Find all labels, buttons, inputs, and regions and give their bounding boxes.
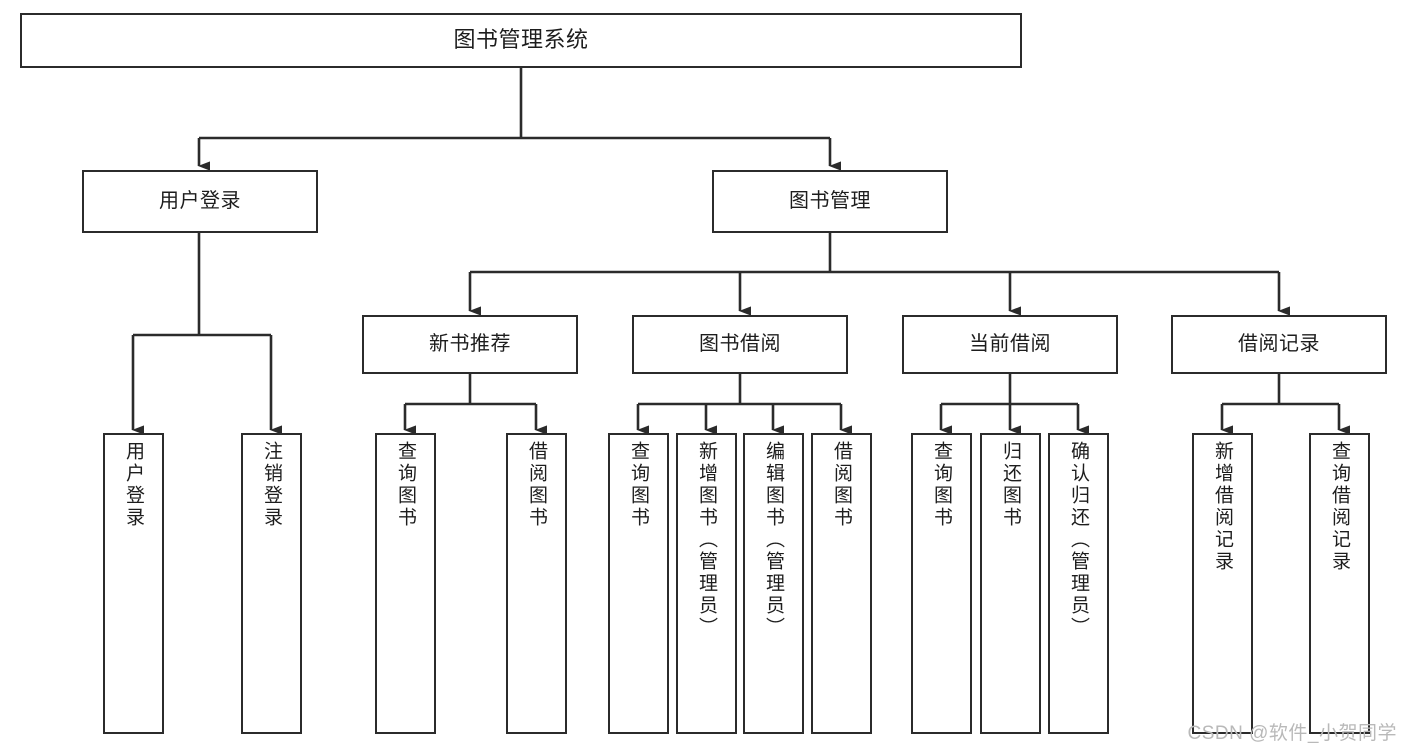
node-borrow-record-label: 借阅记录 (1238, 332, 1320, 355)
leaf-user-login-label: 用户登录 (123, 441, 144, 529)
leaf-add-borrow-record-label: 新增借阅记录 (1212, 441, 1233, 573)
leaf-new-book-borrow-label: 借阅图书 (526, 441, 547, 529)
leaf-logout[interactable]: 注销登录 (241, 433, 302, 734)
node-book-management-label: 图书管理 (789, 189, 871, 212)
leaf-add-book-admin[interactable]: 新增图书（管理员） (676, 433, 737, 734)
leaf-new-book-borrow[interactable]: 借阅图书 (506, 433, 567, 734)
watermark: CSDN @软件_小贺同学 (1187, 723, 1397, 744)
leaf-borrow-book[interactable]: 借阅图书 (811, 433, 872, 734)
leaf-borrow-query-book[interactable]: 查询图书 (608, 433, 669, 734)
leaf-confirm-return-admin[interactable]: 确认归还（管理员） (1048, 433, 1109, 734)
node-user-login[interactable]: 用户登录 (82, 170, 318, 233)
leaf-return-book-label: 归还图书 (1000, 441, 1021, 529)
leaf-add-borrow-record[interactable]: 新增借阅记录 (1192, 433, 1253, 734)
node-borrow-record[interactable]: 借阅记录 (1171, 315, 1387, 374)
leaf-current-query-book[interactable]: 查询图书 (911, 433, 972, 734)
leaf-borrow-query-book-label: 查询图书 (628, 441, 649, 529)
leaf-query-borrow-record[interactable]: 查询借阅记录 (1309, 433, 1370, 734)
node-root-label: 图书管理系统 (453, 27, 589, 53)
node-root[interactable]: 图书管理系统 (20, 13, 1022, 68)
node-book-borrow-label: 图书借阅 (699, 332, 781, 355)
leaf-borrow-book-label: 借阅图书 (831, 441, 852, 529)
node-book-borrow[interactable]: 图书借阅 (632, 315, 848, 374)
leaf-new-book-query[interactable]: 查询图书 (375, 433, 436, 734)
node-current-borrow[interactable]: 当前借阅 (902, 315, 1118, 374)
node-book-management[interactable]: 图书管理 (712, 170, 948, 233)
leaf-user-login[interactable]: 用户登录 (103, 433, 164, 734)
node-current-borrow-label: 当前借阅 (969, 332, 1051, 355)
leaf-return-book[interactable]: 归还图书 (980, 433, 1041, 734)
leaf-edit-book-admin[interactable]: 编辑图书（管理员） (743, 433, 804, 734)
leaf-logout-label: 注销登录 (261, 441, 282, 529)
leaf-confirm-return-admin-label: 确认归还（管理员） (1068, 441, 1089, 639)
leaf-edit-book-admin-label: 编辑图书（管理员） (763, 441, 784, 639)
node-new-book-recommend[interactable]: 新书推荐 (362, 315, 578, 374)
node-user-login-label: 用户登录 (159, 189, 241, 212)
leaf-add-book-admin-label: 新增图书（管理员） (696, 441, 717, 639)
leaf-query-borrow-record-label: 查询借阅记录 (1329, 441, 1350, 573)
node-new-book-recommend-label: 新书推荐 (429, 332, 511, 355)
leaf-current-query-book-label: 查询图书 (931, 441, 952, 529)
leaf-new-book-query-label: 查询图书 (395, 441, 416, 529)
